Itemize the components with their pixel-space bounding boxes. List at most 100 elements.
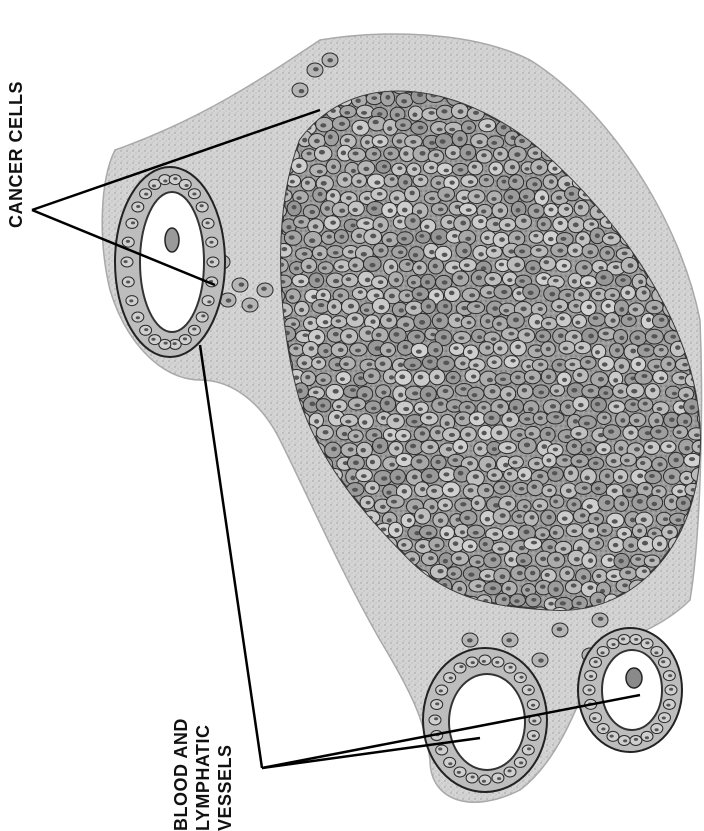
- cell-nucleus: [541, 444, 547, 449]
- cell-nucleus: [562, 378, 567, 382]
- cell-nucleus: [508, 249, 514, 253]
- cell-nucleus: [278, 461, 284, 465]
- cell: [270, 513, 288, 526]
- cell-nucleus: [553, 415, 559, 419]
- cell-nucleus: [453, 541, 459, 546]
- cell-nucleus: [650, 388, 655, 393]
- cell-nucleus: [136, 205, 140, 208]
- cell-nucleus: [660, 71, 665, 75]
- cell: [688, 147, 703, 161]
- cell-nucleus: [508, 531, 514, 535]
- cell-nucleus: [458, 168, 464, 172]
- cell-nucleus: [397, 219, 402, 223]
- cell-nucleus: [325, 206, 330, 211]
- cell-nucleus: [507, 278, 512, 282]
- cell-nucleus: [680, 168, 686, 172]
- cell: [669, 177, 684, 191]
- cell: [299, 512, 316, 528]
- cell-nucleus: [410, 306, 416, 310]
- cell-nucleus: [593, 461, 598, 465]
- cell-nucleus: [144, 193, 148, 196]
- cell-nucleus: [371, 96, 377, 100]
- cancer-cells-label: CANCER CELLS: [6, 81, 27, 228]
- cell-nucleus: [351, 169, 356, 173]
- cell-nucleus: [433, 348, 438, 353]
- cell-nucleus: [530, 266, 535, 270]
- cell-nucleus: [471, 776, 475, 779]
- cell: [606, 62, 620, 74]
- cell-nucleus: [291, 541, 296, 545]
- cell-nucleus: [473, 111, 479, 115]
- cell-nucleus: [531, 598, 536, 602]
- cell-nucleus: [411, 420, 417, 424]
- cell-nucleus: [449, 433, 455, 437]
- cell-nucleus: [395, 113, 400, 117]
- cell: [696, 134, 704, 147]
- cell-nucleus: [381, 476, 387, 481]
- cell-nucleus: [398, 251, 403, 255]
- cell-nucleus: [394, 446, 399, 450]
- cell-nucleus: [524, 167, 529, 171]
- cell-nucleus: [192, 192, 196, 195]
- cell-nucleus: [484, 488, 490, 492]
- cell-nucleus: [535, 320, 540, 325]
- cell-nucleus: [370, 460, 375, 465]
- cell-nucleus: [673, 182, 678, 186]
- cell-nucleus: [657, 542, 662, 547]
- cell-nucleus: [536, 248, 542, 252]
- cell-nucleus: [552, 471, 558, 475]
- cell-nucleus: [645, 431, 651, 435]
- cell-nucleus: [565, 404, 571, 409]
- cell-nucleus: [595, 292, 600, 296]
- cell: [320, 597, 336, 609]
- cell-nucleus: [675, 518, 681, 522]
- cell: [698, 598, 704, 612]
- cell-nucleus: [588, 389, 594, 393]
- cell-nucleus: [393, 418, 399, 423]
- cell-nucleus: [595, 233, 600, 238]
- cell-nucleus: [578, 292, 584, 296]
- cell-nucleus: [380, 362, 386, 366]
- cell-nucleus: [444, 169, 450, 173]
- cell-nucleus: [496, 430, 502, 435]
- cell-nucleus: [412, 391, 418, 395]
- cell-nucleus: [453, 346, 458, 350]
- cell-nucleus: [448, 488, 454, 493]
- cell-nucleus: [477, 335, 482, 339]
- cell-nucleus: [386, 349, 391, 353]
- cell-nucleus: [598, 266, 603, 270]
- cell-nucleus: [683, 394, 688, 398]
- cell-nucleus: [467, 461, 473, 465]
- cell-nucleus: [638, 139, 643, 143]
- cell-nucleus: [500, 513, 506, 518]
- cell-nucleus: [378, 248, 383, 252]
- cell-nucleus: [553, 500, 558, 504]
- cell-nucleus: [315, 531, 321, 535]
- cell-nucleus: [699, 304, 704, 308]
- cell-nucleus: [642, 569, 647, 573]
- cell-nucleus: [340, 602, 346, 606]
- cell-nucleus: [460, 221, 466, 226]
- cell-nucleus: [519, 761, 523, 764]
- cell-nucleus: [531, 484, 537, 489]
- cell-nucleus: [485, 574, 491, 578]
- cell-nucleus: [443, 559, 448, 564]
- cell-nucleus: [298, 220, 304, 224]
- cell-nucleus: [452, 458, 458, 462]
- cell-nucleus: [693, 235, 699, 240]
- cell: [660, 190, 677, 204]
- cell-nucleus: [683, 222, 688, 226]
- cell-nucleus: [401, 237, 407, 241]
- cell-nucleus: [607, 558, 612, 562]
- cell-nucleus: [358, 376, 363, 380]
- cell-nucleus: [650, 83, 655, 87]
- cell-nucleus: [436, 235, 442, 240]
- cell: [620, 92, 636, 104]
- cell-nucleus: [381, 416, 386, 420]
- cell-nucleus: [393, 332, 399, 337]
- cell-nucleus: [619, 364, 624, 369]
- cell-nucleus: [606, 304, 611, 308]
- cell-nucleus: [697, 166, 703, 171]
- cell-nucleus: [129, 299, 133, 302]
- cell-nucleus: [365, 140, 370, 144]
